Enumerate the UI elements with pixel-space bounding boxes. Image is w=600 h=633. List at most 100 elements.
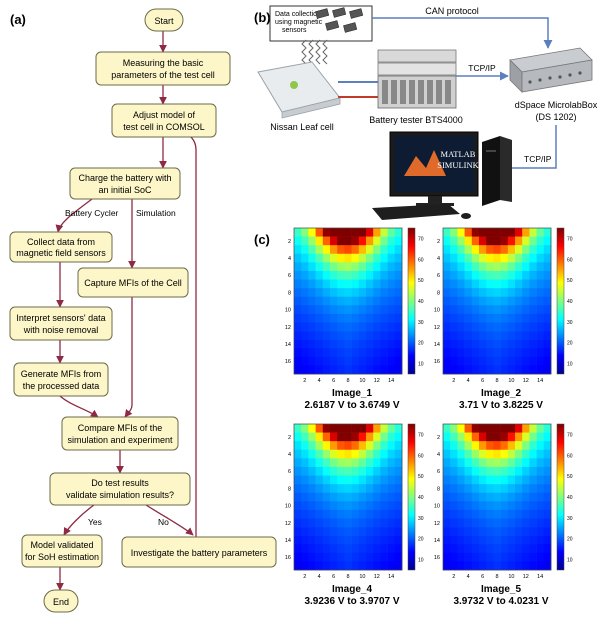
heatmap-cell	[344, 339, 352, 349]
heatmap-cell	[294, 458, 302, 468]
x-tick-label: 10	[508, 574, 514, 580]
heatmap-cell	[522, 288, 530, 298]
heatmap-cell	[373, 288, 381, 298]
heatmap-cell	[543, 279, 552, 289]
heatmap-cell	[315, 509, 324, 519]
heatmap-frame	[293, 423, 403, 571]
heatmap-cell	[500, 313, 509, 323]
heatmap-cell	[536, 449, 545, 459]
heatmap-cell	[358, 544, 367, 554]
heatmap-cell	[522, 535, 530, 545]
heatmap-cell	[380, 449, 388, 459]
heatmap-cell	[351, 305, 360, 315]
branch-battery-cycler: Battery Cycler	[65, 208, 119, 218]
heatmap-cell	[515, 339, 523, 349]
heatmap-cell	[536, 322, 545, 332]
heatmap-cell	[294, 262, 302, 272]
heatmap-cell	[358, 518, 367, 528]
heatmap-cell	[301, 279, 309, 289]
heatmap-cell	[351, 331, 360, 340]
heatmap-cell	[315, 365, 324, 375]
x-tick-label: 12	[523, 574, 529, 580]
heatmap-cell	[450, 492, 458, 502]
heatmap-cell	[315, 245, 324, 255]
heatmap-cell	[294, 322, 302, 332]
heatmap-cell	[479, 561, 487, 571]
heatmap-cell	[387, 356, 396, 366]
heatmap-cell	[464, 288, 473, 298]
heatmap-cell	[507, 509, 516, 519]
heatmap-cell	[464, 492, 473, 502]
heatmap-cell	[450, 288, 458, 298]
heatmap-cell	[344, 348, 352, 358]
heatmap-cell	[308, 331, 316, 340]
heatmap-cell	[543, 348, 552, 358]
heatmap-cell	[479, 475, 487, 485]
heatmap-cell	[486, 484, 494, 494]
heatmap-cell	[315, 449, 324, 459]
heatmap-cell	[515, 527, 523, 536]
heatmap-cell	[522, 552, 530, 562]
heatmap-cell	[358, 228, 367, 237]
heatmap-cell	[373, 253, 381, 263]
heatmap-cell	[543, 322, 552, 332]
heatmap-cell	[358, 466, 367, 476]
heatmap-cell	[543, 270, 552, 280]
heatmap-cell	[529, 527, 537, 536]
keyboard	[372, 204, 460, 220]
heatmap-cell	[301, 424, 309, 433]
heatmap-cell	[380, 561, 388, 571]
heatmap-cell	[301, 432, 309, 442]
heatmap-cell	[464, 245, 473, 255]
heatmap-voltage-range: 3.9732 V to 4.0231 V	[453, 596, 548, 607]
heatmap-cell	[301, 365, 309, 375]
heatmap-cell	[536, 466, 545, 476]
heatmap-cell	[380, 509, 388, 519]
heatmap-cell	[387, 279, 396, 289]
heatmap-cell	[366, 458, 374, 468]
heatmap-cell	[536, 296, 545, 306]
heatmap-cell	[366, 228, 374, 237]
heatmap-cell	[450, 236, 458, 246]
heatmap-cell	[443, 441, 451, 451]
sensor-box-line2: using magnetic	[275, 19, 323, 26]
heatmap-cell	[457, 492, 465, 502]
flow-charge-box	[69, 167, 181, 200]
heatmap-cell	[457, 356, 465, 366]
heatmap-cell	[450, 262, 458, 272]
heatmap-cell	[315, 424, 324, 433]
heatmap-cell	[322, 339, 331, 349]
heatmap-cell	[493, 424, 501, 433]
heatmap-cell	[308, 484, 316, 494]
heatmap-cell	[301, 236, 309, 246]
heatmap-cell	[486, 432, 494, 442]
heatmap-cell	[315, 441, 324, 451]
heatmap-cell	[387, 441, 396, 451]
heatmap-cell	[351, 270, 360, 280]
y-tick-label: 6	[288, 273, 291, 279]
heatmap-cell	[358, 245, 367, 255]
flow-compare-box	[61, 416, 179, 451]
heatmap-cell	[529, 236, 537, 246]
heatmap-cell	[464, 305, 473, 315]
heatmap-cell	[479, 313, 487, 323]
heatmap-cell	[515, 466, 523, 476]
heatmap-cell	[464, 365, 473, 375]
flow-end-label: End	[53, 597, 69, 607]
flow-interpret-line1: Interpret sensors' data	[16, 313, 105, 323]
heatmap-cell	[515, 492, 523, 502]
heatmap-cell	[322, 288, 331, 298]
colorbar-tick-label: 20	[567, 341, 573, 347]
heatmap-cell	[308, 245, 316, 255]
heatmap-cell	[471, 253, 480, 263]
heatmap-cell	[322, 475, 331, 485]
y-tick-label: 6	[437, 273, 440, 279]
heatmap-cell	[529, 331, 537, 340]
heatmap-cell	[315, 313, 324, 323]
heatmap-cell	[322, 458, 331, 468]
heatmap-cell	[536, 561, 545, 571]
y-tick-label: 16	[434, 555, 440, 561]
heatmap-cell	[515, 365, 523, 375]
heatmap-cell	[315, 228, 324, 237]
heatmap-cell	[330, 322, 338, 332]
